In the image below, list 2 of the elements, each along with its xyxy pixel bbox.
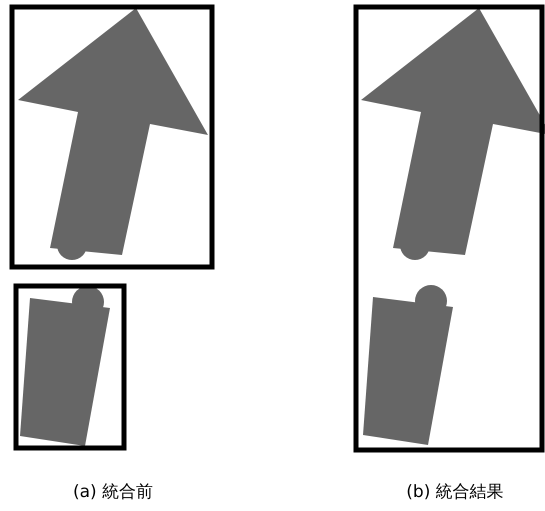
subfigure-caption: (b) 統合結果 bbox=[405, 481, 505, 504]
subfigure-caption: (a) 統合前 bbox=[72, 481, 154, 504]
